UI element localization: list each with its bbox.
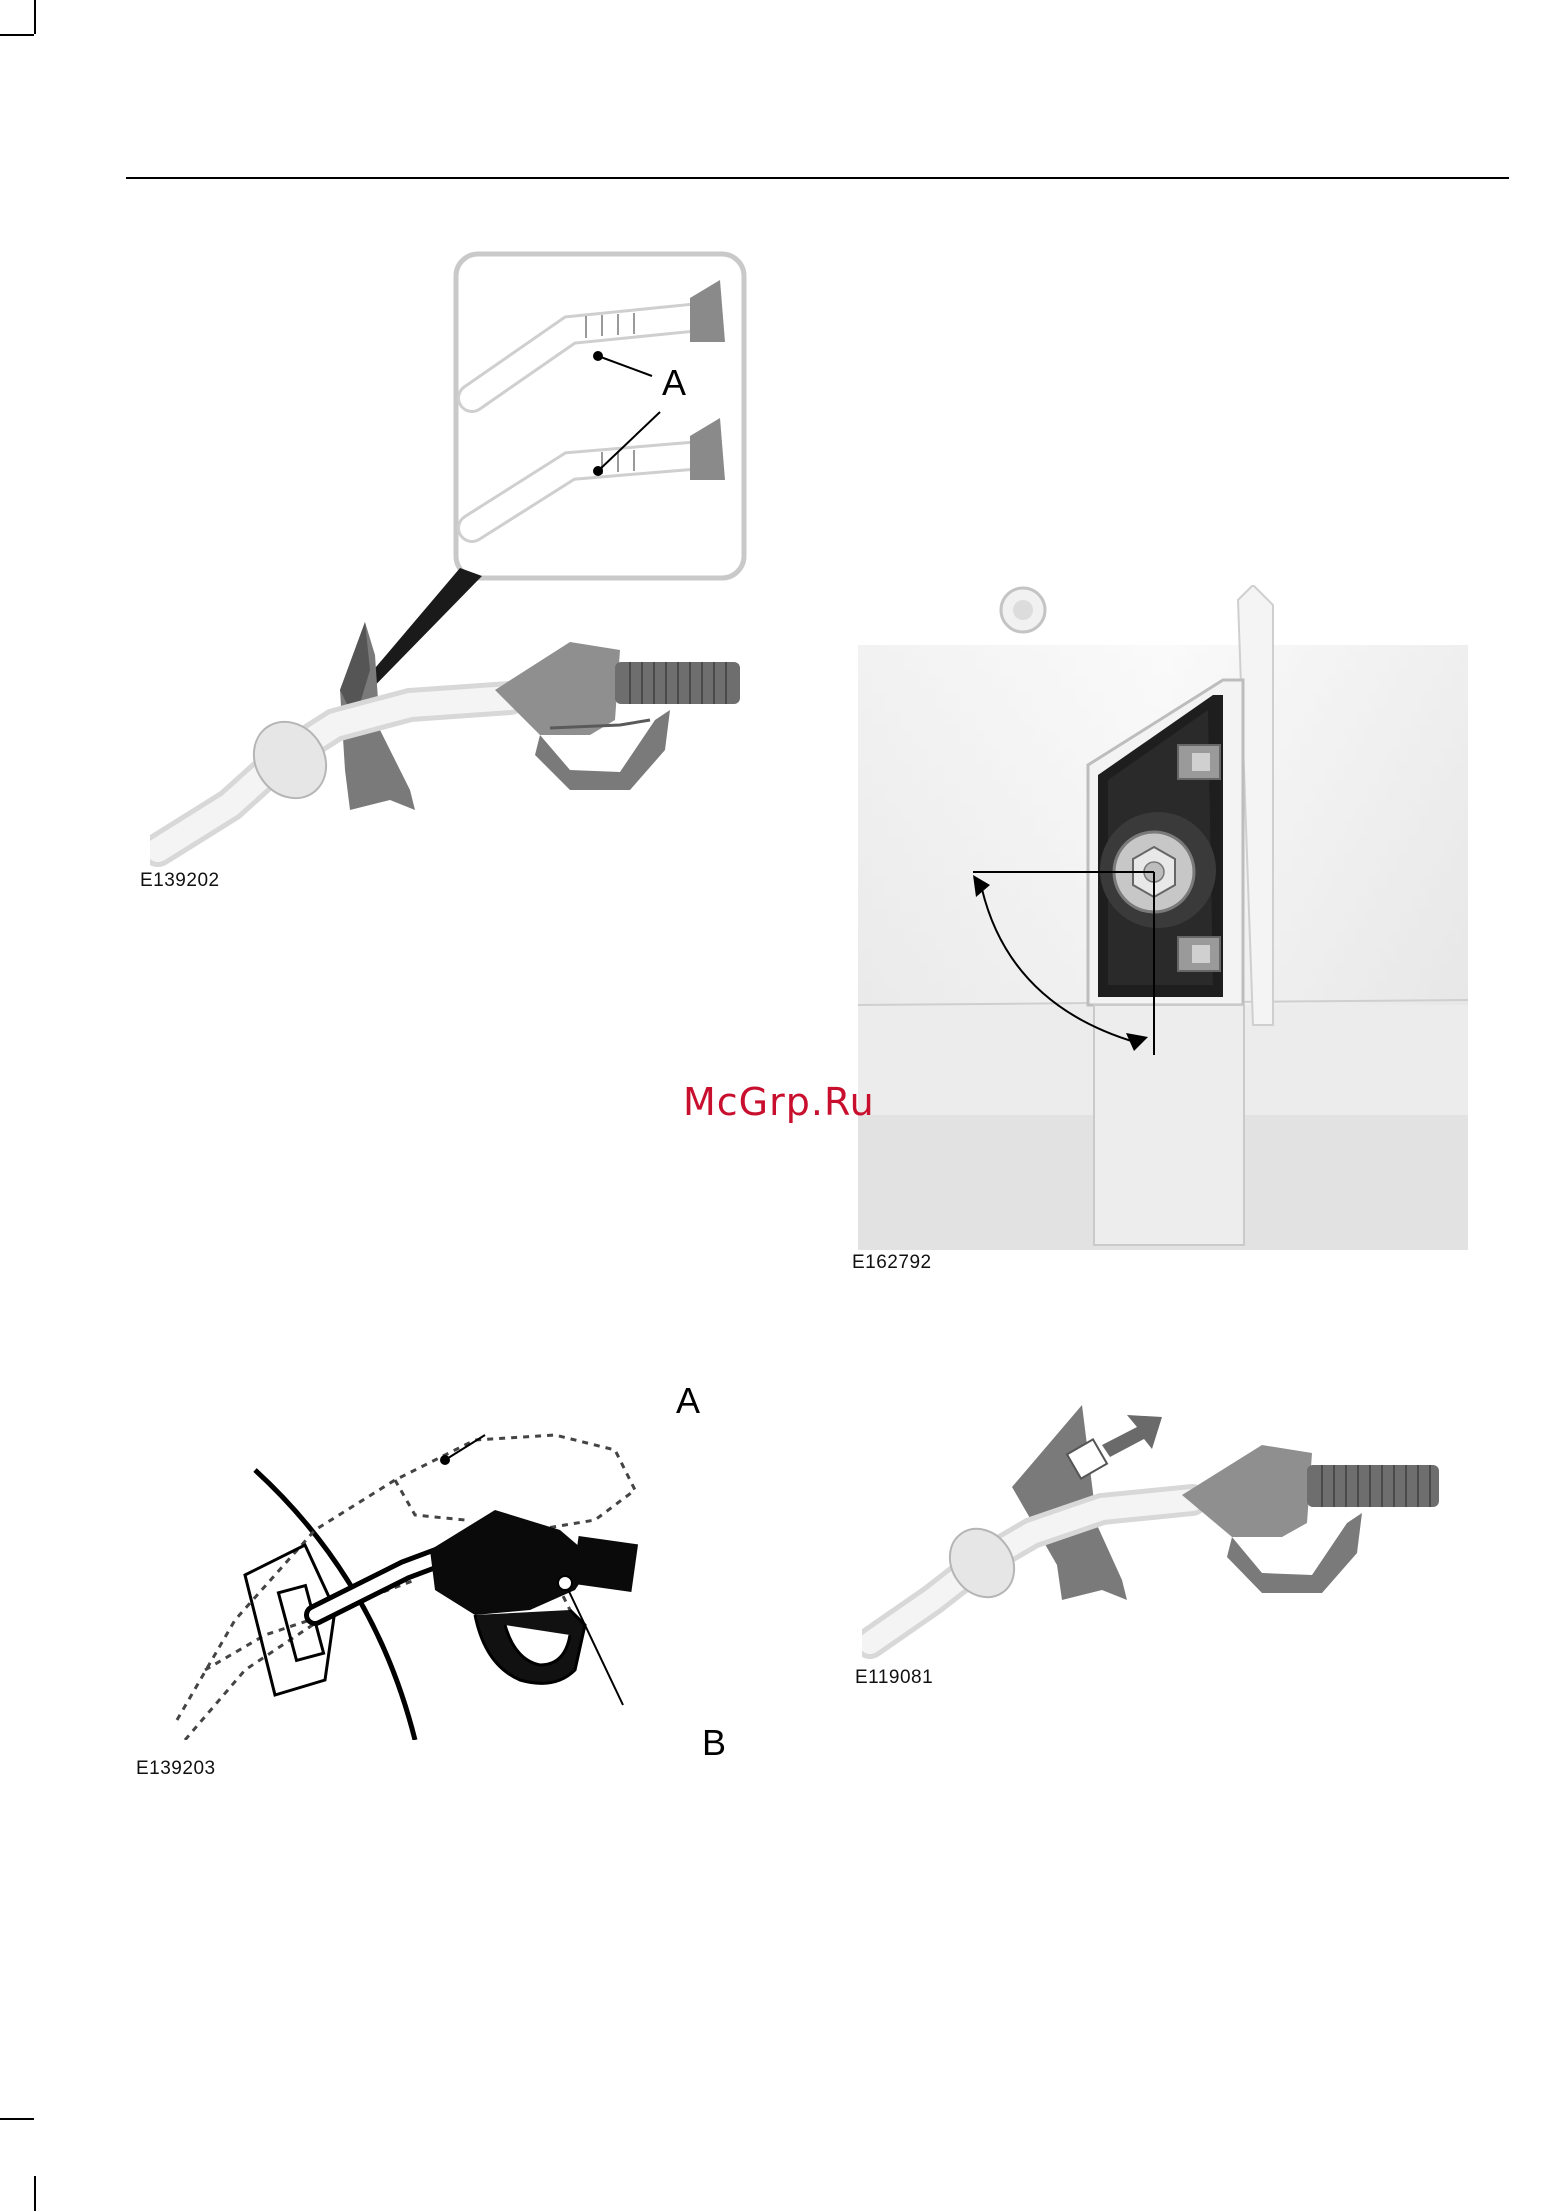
crop-mark-top-left-h: [0, 34, 34, 36]
figure-fuel-nozzle-remove: [862, 1405, 1448, 1665]
crop-mark-top-left-v: [34, 0, 36, 34]
callout-b-fig3: B: [702, 1722, 726, 1764]
figure-code-fig4: E119081: [855, 1667, 933, 1689]
fuel-nozzle-position-icon: [175, 1420, 715, 1740]
crop-mark-bottom-left-h: [0, 2118, 34, 2120]
fuel-filler-door-icon: [858, 585, 1468, 1250]
fuel-nozzle-remove-icon: [862, 1405, 1448, 1665]
watermark-text: McGrp.Ru: [683, 1080, 875, 1124]
figure-fuel-filler-door: [858, 585, 1468, 1250]
fuel-nozzle-insert-icon: [150, 250, 750, 890]
figure-code-fig1: E139202: [140, 870, 220, 892]
figure-code-fig3: E139203: [136, 1758, 216, 1780]
header-rule: [126, 177, 1509, 179]
callout-a-fig1: A: [662, 362, 686, 404]
figure-fuel-nozzle-insert: [150, 250, 750, 890]
callout-a-fig3: A: [676, 1380, 700, 1422]
figure-fuel-nozzle-position: [175, 1420, 715, 1740]
figure-code-fig2: E162792: [852, 1252, 932, 1274]
crop-mark-bottom-left-v: [34, 2176, 36, 2211]
